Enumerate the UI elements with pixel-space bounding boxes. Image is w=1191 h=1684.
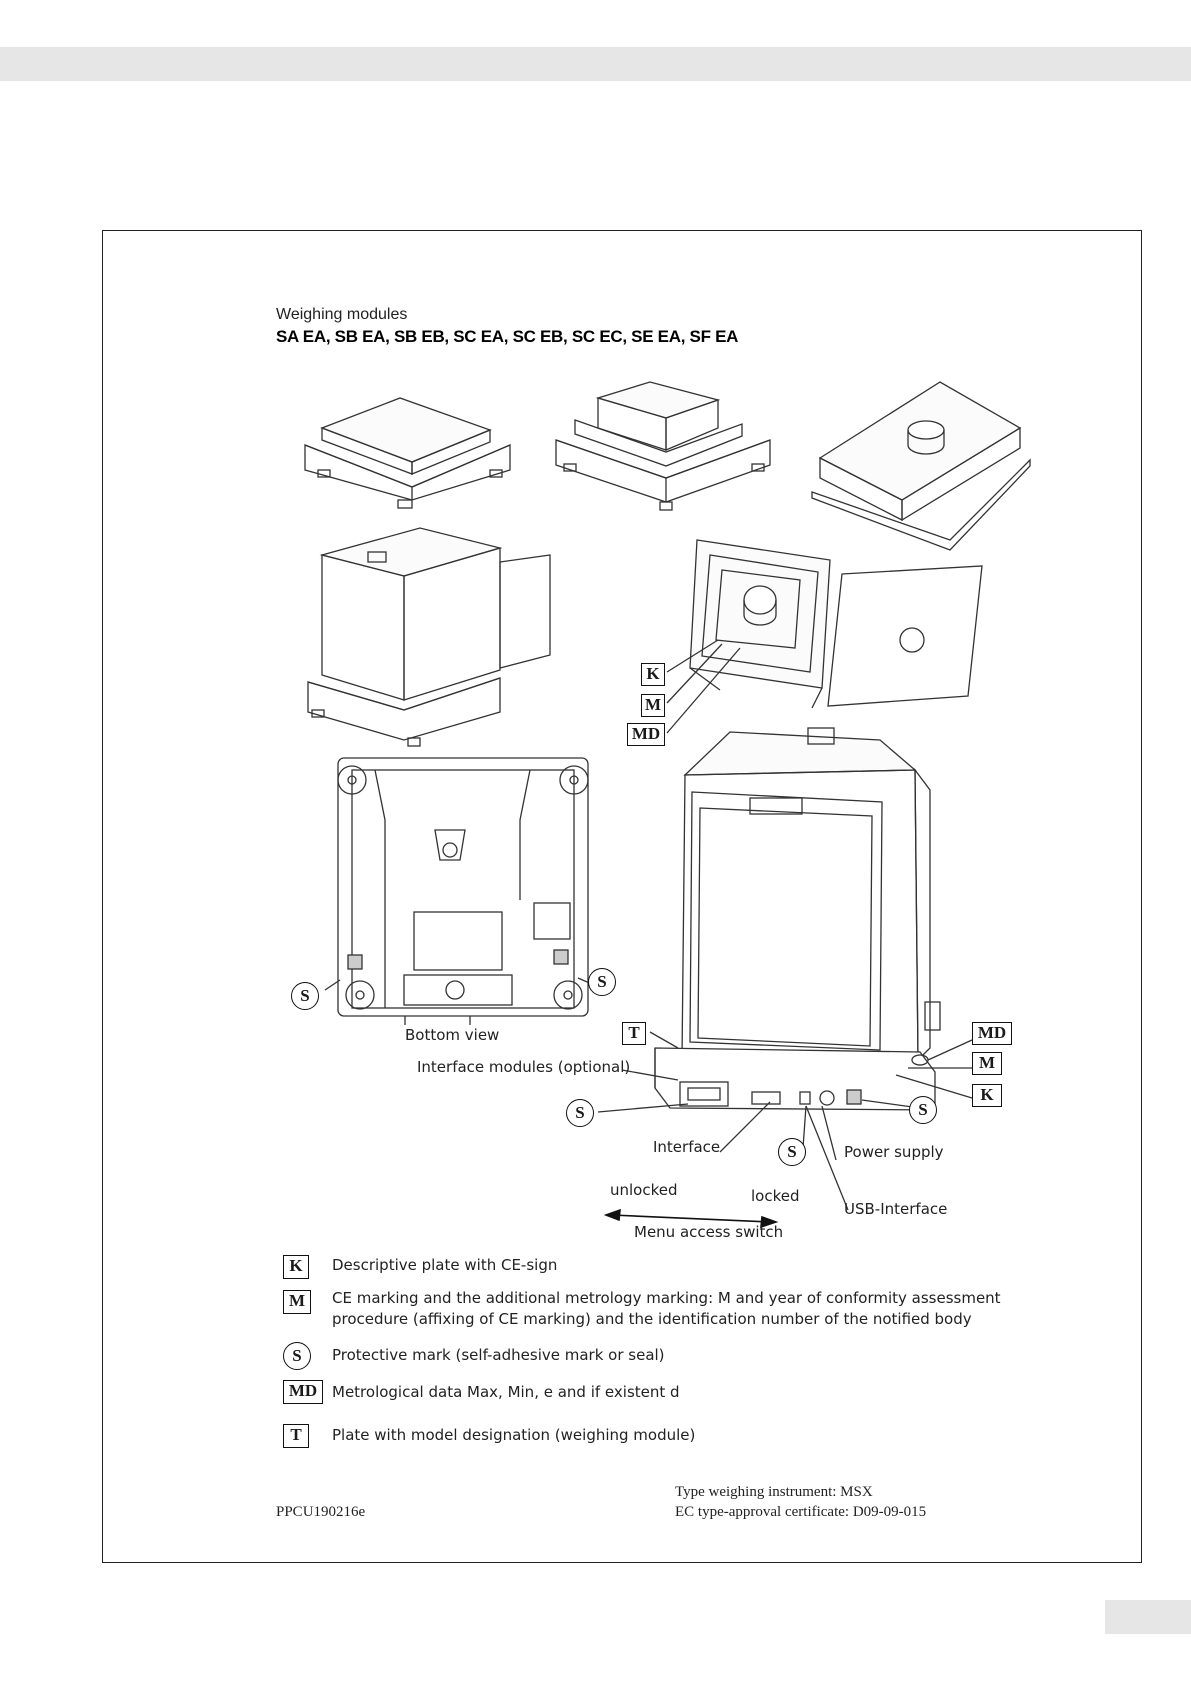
document-code: PPCU190216e [276,1504,366,1520]
legend-symbol-md: MD [283,1380,323,1404]
legend-symbol-s: S [283,1342,311,1370]
seal-mark-rear: S [909,1096,937,1124]
legend-text-md: Metrological data Max, Min, e and if exi… [332,1383,680,1401]
document-frame [102,230,1142,1563]
legend-text-m-line1: CE marking and the additional metrology … [332,1289,1001,1307]
header-band [0,47,1191,81]
seal-mark-bottom-left: S [291,982,319,1010]
label-power-supply: Power supply [844,1143,944,1161]
balance-draft-ring-drawing [555,381,771,511]
symbol-k-figure-right: K [972,1084,1002,1107]
menu-access-arrow [603,1208,779,1229]
legend-text-s: Protective mark (self-adhesive mark or s… [332,1346,665,1364]
symbol-m-figure: M [641,694,665,717]
symbol-m-figure-right: M [972,1052,1002,1075]
bottom-view-drawing [337,757,589,1025]
label-menu-access-switch: Menu access switch [634,1223,784,1241]
label-bottom-view: Bottom view [405,1026,500,1044]
balance-draft-shield-drawing [307,527,551,747]
label-locked: locked [751,1187,800,1205]
model-list: SA EA, SB EA, SB EB, SC EA, SC EB, SC EC… [276,327,739,346]
symbol-md-figure-right: MD [972,1022,1012,1045]
page-number-box [1105,1600,1191,1634]
label-usb-interface: USB-Interface [844,1200,948,1218]
analytical-balance-drawing [654,727,941,1111]
legend-symbol-t: T [283,1424,309,1448]
symbol-k-figure: K [641,663,665,686]
balance-semi-micro-drawing [689,539,983,709]
legend-text-t: Plate with model designation (weighing m… [332,1426,696,1444]
balance-flat-pan-drawing [304,397,511,509]
leader-lines [324,639,973,1211]
approval-certificate: EC type-approval certificate: D09-09-015 [675,1504,927,1520]
legend-text-k: Descriptive plate with CE-sign [332,1256,558,1274]
label-interface: Interface [653,1138,721,1156]
seal-mark-switch: S [778,1138,806,1166]
symbol-t-figure: T [622,1022,646,1045]
legend-symbol-k: K [283,1255,309,1279]
legend-text-m-line2: procedure (affixing of CE marking) and t… [332,1310,972,1328]
label-unlocked: unlocked [610,1181,678,1199]
type-instrument: Type weighing instrument: MSX [675,1484,873,1500]
seal-mark-interface-module: S [566,1099,594,1127]
balance-weight-plate-drawing [811,381,1031,551]
legend-symbol-m: M [283,1290,311,1314]
symbol-md-figure: MD [627,723,665,746]
seal-mark-bottom-right: S [588,968,616,996]
label-interface-modules: Interface modules (optional) [417,1058,631,1076]
page-heading: Weighing modules [276,306,408,323]
